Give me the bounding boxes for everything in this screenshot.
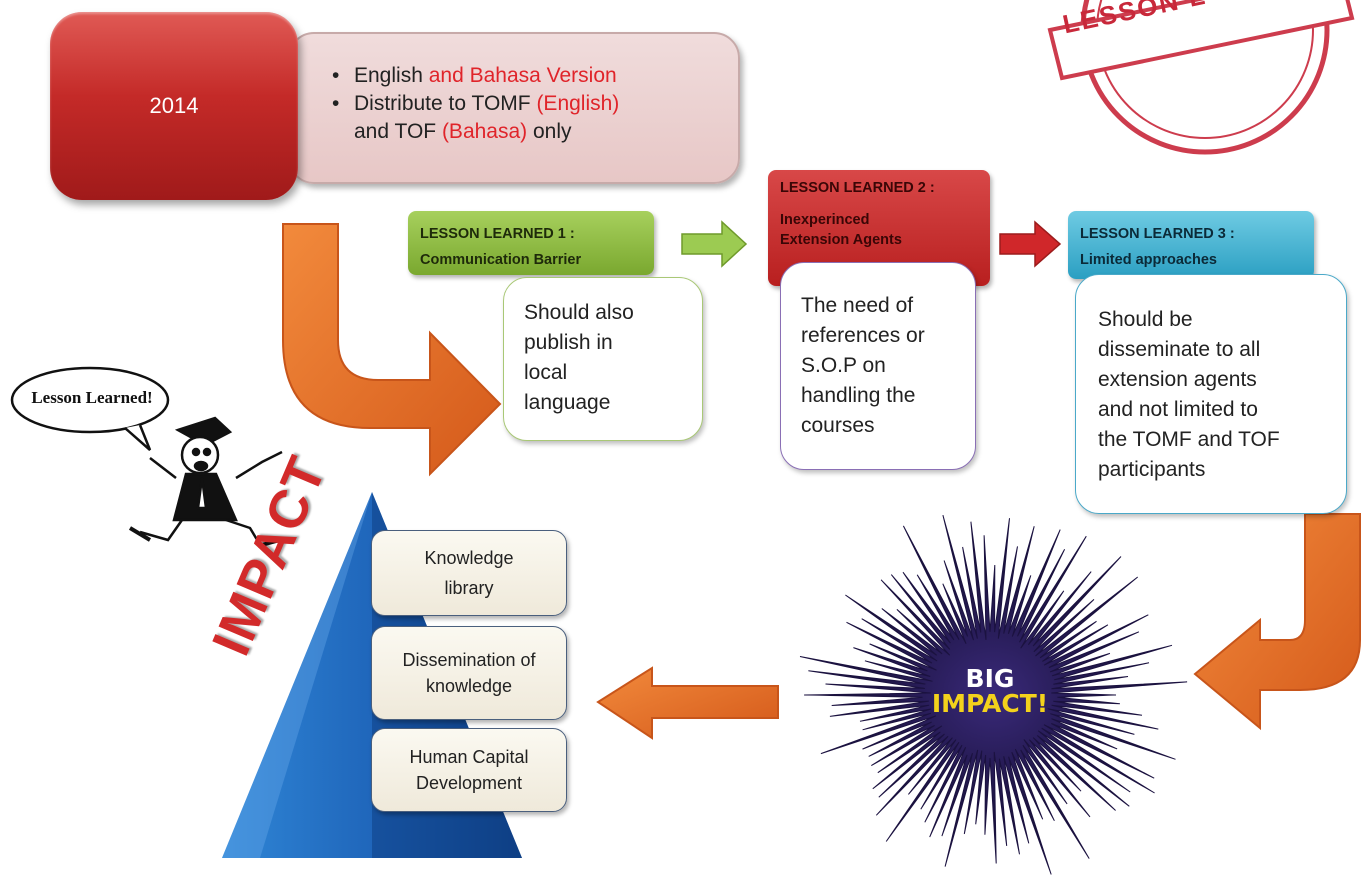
summary-bullet-2: • Distribute to TOMF (English) <box>332 90 619 118</box>
lesson-3-card: Should be disseminate to all extension a… <box>1075 274 1347 514</box>
big-impact-label: BIG IMPACT! <box>905 664 1075 718</box>
tier-3-line: Development <box>415 773 523 793</box>
lesson-stamp <box>1047 0 1355 155</box>
lesson-1-header: LESSON LEARNED 1 : Communication Barrier <box>408 211 654 275</box>
lesson-1-title: LESSON LEARNED 1 : <box>420 226 575 242</box>
lesson-2-line: S.O.P on <box>801 354 886 377</box>
lesson-2-line: courses <box>801 414 875 437</box>
pyramid-tier-2: Dissemination of knowledge <box>371 626 567 720</box>
cartoon-man <box>10 366 283 549</box>
lesson-3-line: extension agents <box>1098 368 1257 391</box>
year-label: 2014 <box>149 93 199 118</box>
year-box: 2014 <box>50 12 298 200</box>
speech-bubble-text: Lesson Learned! <box>31 388 153 407</box>
tier-1-line: Knowledge <box>424 548 514 568</box>
bullet-2-text: Distribute to TOMF <box>354 92 537 115</box>
lesson-3-subtitle: Limited approaches <box>1080 252 1217 268</box>
pyramid-tier-3: Human Capital Development <box>371 728 567 812</box>
lesson-3-title: LESSON LEARNED 3 : <box>1080 226 1235 242</box>
lesson-1-line: publish in <box>524 331 613 354</box>
tier-3-line: Human Capital <box>409 747 529 767</box>
big-impact-line-2: IMPACT! <box>931 689 1049 718</box>
lesson-1-card: Should also publish in local language <box>503 277 703 441</box>
bullet-2-cont-text-b: only <box>527 120 572 143</box>
lesson-2-line: handling the <box>801 384 916 407</box>
year-summary-list: • English and Bahasa Version • Distribute … <box>332 62 619 146</box>
lesson-3-line: and not limited to <box>1098 398 1258 421</box>
summary-bullet-1: • English and Bahasa Version <box>332 62 619 90</box>
lesson-1-line: language <box>524 391 611 414</box>
lesson-3-line: participants <box>1098 458 1206 481</box>
bullet-1-text: English <box>354 64 429 87</box>
bullet-2-cont-text-a: and TOF <box>354 120 442 143</box>
tier-2-line: knowledge <box>425 676 513 696</box>
lesson-2-title: LESSON LEARNED 2 : <box>780 180 935 196</box>
bullet-icon: • <box>332 64 340 87</box>
lesson-2-subtitle-line: Extension Agents <box>780 232 902 248</box>
lesson-3-line: Should be <box>1098 308 1193 331</box>
lesson-3-header: LESSON LEARNED 3 : Limited approaches <box>1068 211 1314 279</box>
lesson-2-line: The need of <box>801 294 914 317</box>
big-impact-line-1: BIG <box>965 664 1015 693</box>
big-impact-burst <box>799 514 1188 875</box>
year-summary-box: • English and Bahasa Version • Distribute … <box>288 32 740 184</box>
tier-1-line: library <box>444 578 494 598</box>
pyramid-tier-1: Knowledge library <box>371 530 567 616</box>
lesson-2-line: references or <box>801 324 925 347</box>
bullet-2-cont-highlight: (Bahasa) <box>441 120 528 143</box>
bullet-icon: • <box>332 92 340 115</box>
orange-arrow-down-right <box>282 223 502 477</box>
green-arrow-right <box>681 220 748 268</box>
summary-bullet-2-continued: and TOF (Bahasa) only <box>332 118 619 146</box>
bullet-2-highlight: (English) <box>536 92 620 115</box>
lesson-1-line: Should also <box>524 301 634 324</box>
lesson-3-line: disseminate to all <box>1098 338 1261 361</box>
lesson-2-card: The need of references or S.O.P on handl… <box>780 262 976 470</box>
orange-arrow-left <box>596 666 779 740</box>
lesson-1-line: local <box>524 361 568 384</box>
lesson-1-subtitle: Communication Barrier <box>420 252 582 268</box>
bullet-1-highlight: and Bahasa Version <box>428 64 617 87</box>
lesson-2-subtitle-line: Inexperinced <box>780 212 870 228</box>
lesson-3-line: the TOMF and TOF <box>1098 428 1280 451</box>
tier-2-line: Dissemination of <box>402 650 536 670</box>
red-arrow-right <box>999 220 1062 268</box>
orange-arrow-down-left <box>1193 513 1361 731</box>
